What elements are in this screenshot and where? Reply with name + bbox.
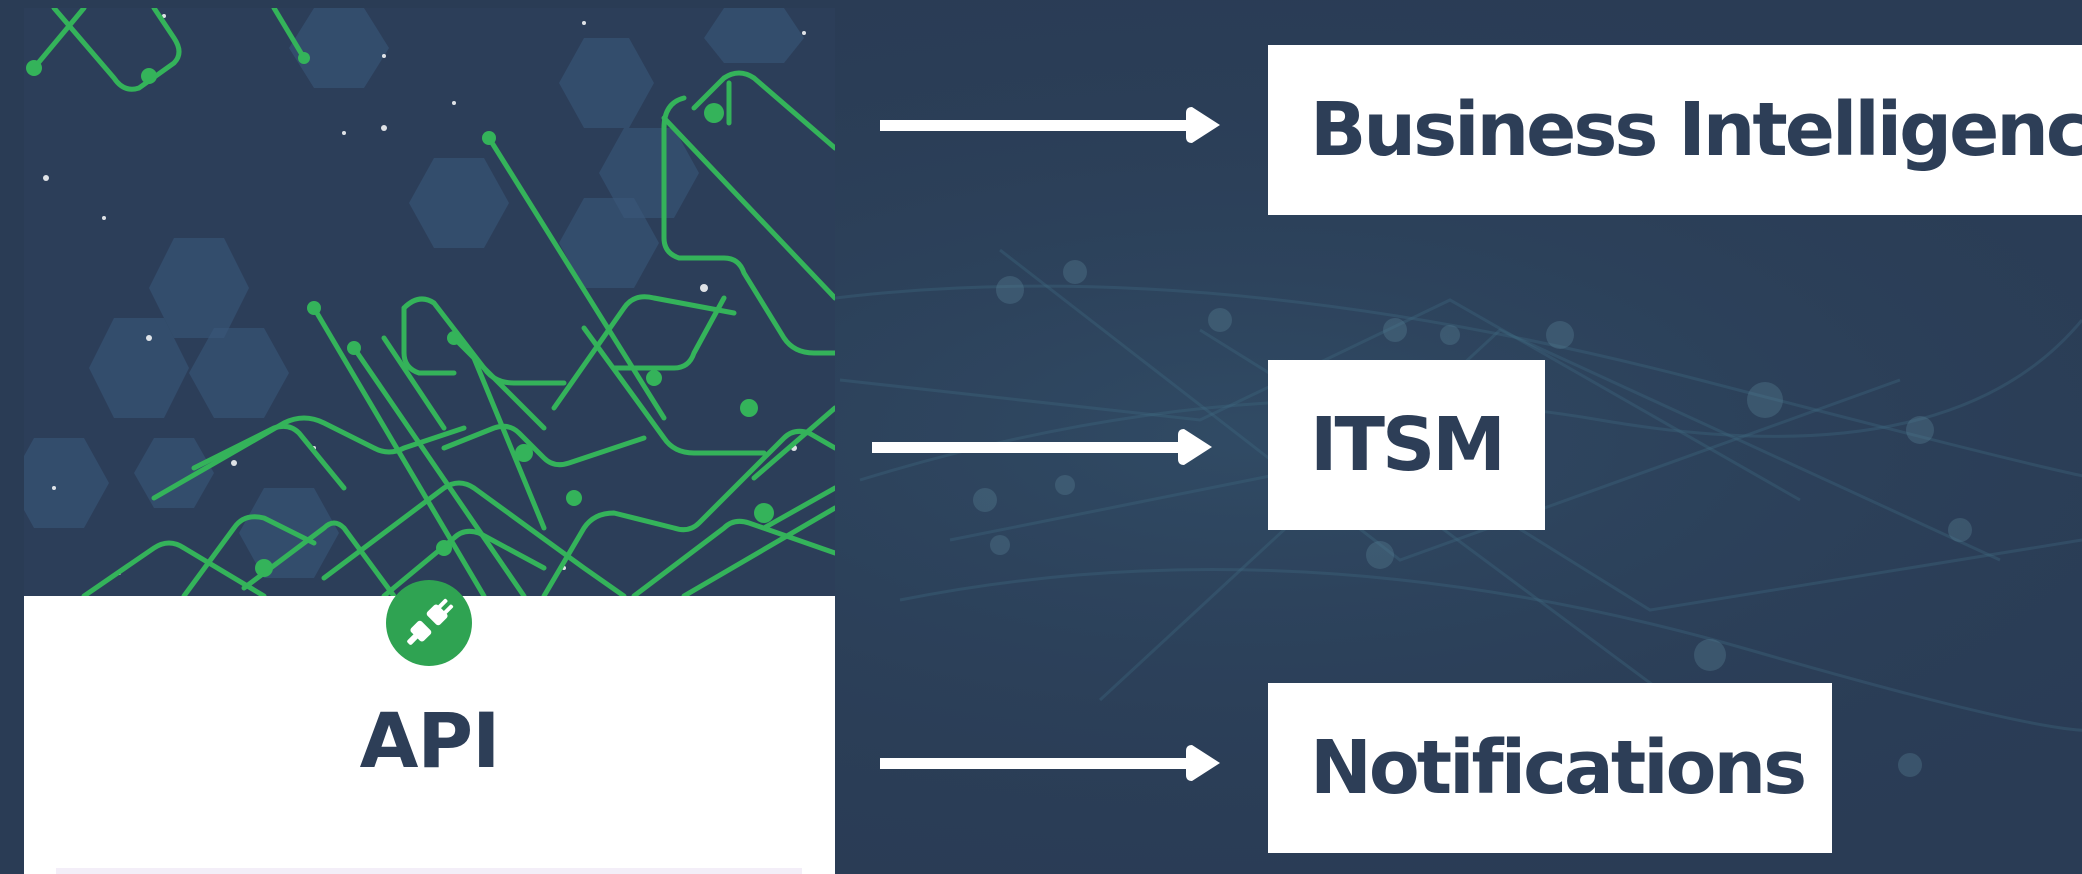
target-business-intelligence: Business Intelligence xyxy=(1268,45,2082,215)
target-notifications: Notifications xyxy=(1268,683,1832,853)
plug-icon xyxy=(386,580,472,666)
api-card[interactable]: API xyxy=(24,8,835,874)
card-title: API xyxy=(359,696,501,785)
right-arrow-icon xyxy=(872,423,1220,471)
right-arrow-icon xyxy=(880,101,1228,149)
target-label: Notifications xyxy=(1310,725,1807,811)
card-footer-strip xyxy=(56,868,802,874)
target-itsm: ITSM xyxy=(1268,360,1545,530)
target-label: Business Intelligence xyxy=(1310,87,2082,173)
target-label: ITSM xyxy=(1310,402,1506,488)
right-arrow-icon xyxy=(880,739,1228,787)
circuit-illustration xyxy=(24,8,835,596)
